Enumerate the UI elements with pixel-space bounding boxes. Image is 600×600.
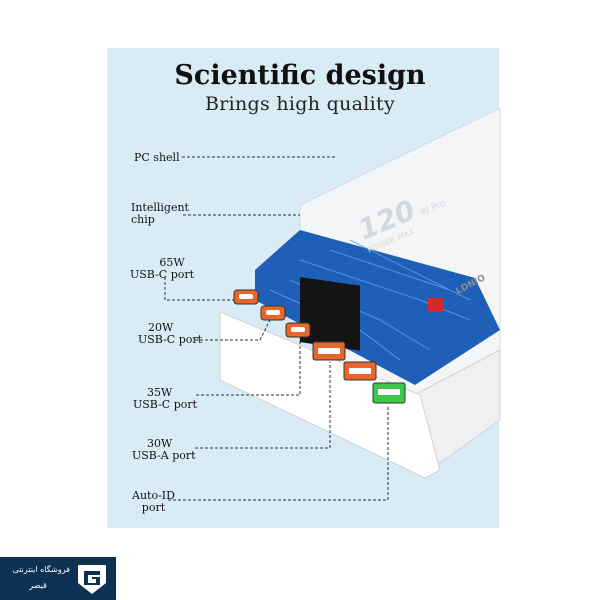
callout-line: chip	[131, 213, 155, 226]
page-title: Scientific design	[174, 60, 426, 91]
callout-line: USB-C port	[133, 398, 198, 411]
callout-line: 20W	[148, 321, 174, 334]
port-usb-a-2	[343, 361, 377, 381]
store-name-line2: قیصر	[29, 581, 47, 590]
chip-heatsink	[300, 277, 360, 351]
callout-line: Auto-ID	[132, 489, 175, 502]
callout-pc-shell: PC shell	[134, 152, 180, 164]
callout-line: port	[141, 501, 166, 514]
callout-line: Intelligent	[131, 201, 189, 214]
callout-30w: 30W USB-A port	[132, 438, 196, 462]
callout-line: PC shell	[134, 151, 180, 164]
port-65w	[233, 289, 259, 305]
red-component	[428, 298, 444, 312]
callout-intelligent-chip: Intelligent chip	[131, 202, 189, 226]
store-badge: فروشگاه اینترنتی قیصر	[0, 557, 116, 600]
callout-35w: 35W USB-C port	[133, 387, 197, 411]
circuit-board	[255, 230, 500, 385]
store-logo-icon	[78, 565, 106, 594]
port-20w	[260, 305, 286, 321]
store-name-line1: فروشگاه اینترنتی	[12, 565, 70, 574]
callout-lines	[164, 156, 389, 501]
port-usb-a-1	[312, 341, 346, 361]
port-auto-id	[372, 382, 406, 404]
callout-65w: 65W USB-C port	[130, 256, 194, 281]
callout-line: 65W	[159, 256, 185, 269]
page-subtitle: Brings high quality	[204, 93, 395, 115]
callout-20w: 20W USB-C port	[138, 322, 202, 346]
callout-line: 35W	[147, 386, 173, 399]
port-35w	[285, 322, 311, 338]
callout-line: USB-C port	[138, 333, 203, 346]
callout-line: 30W	[147, 437, 173, 450]
callout-line: USB-A port	[132, 449, 196, 462]
callout-line: USB-C port	[130, 268, 195, 281]
callout-auto-id: Auto-ID port	[132, 490, 175, 514]
